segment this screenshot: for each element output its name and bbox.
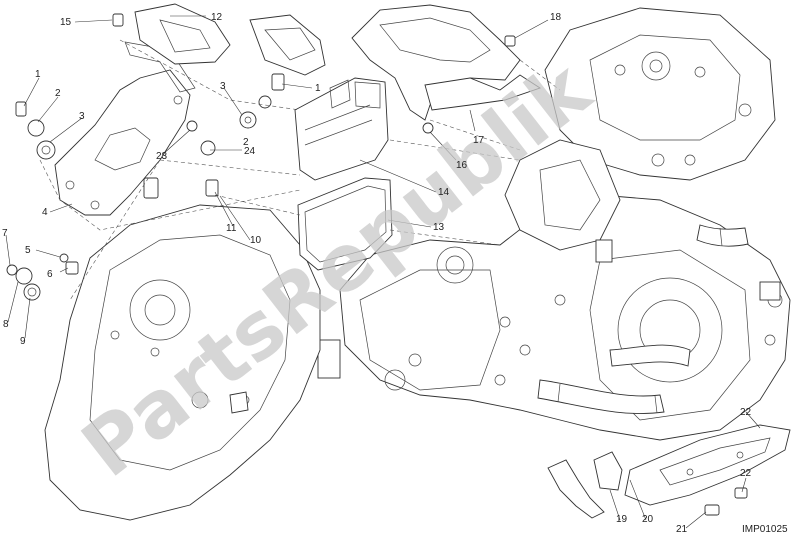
callout-22a: 22 [740, 407, 752, 418]
callout-12: 12 [211, 12, 223, 23]
callout-17: 17 [473, 135, 485, 146]
callout-22b: 22 [740, 468, 752, 479]
callout-15: 15 [60, 17, 72, 28]
ecu-holder [297, 177, 393, 271]
callout-1b: 1 [315, 83, 321, 94]
callout-5: 5 [25, 245, 31, 256]
callout-9: 9 [20, 336, 26, 347]
belt-cover [44, 204, 321, 521]
callout-1a: 1 [35, 69, 41, 80]
callout-23: 23 [156, 151, 168, 162]
callout-6: 6 [47, 269, 53, 280]
small-fasteners [6, 13, 516, 301]
callout-labels: 1 1 2 2 3 3 4 5 6 7 8 9 10 11 12 13 14 1… [2, 12, 752, 535]
callout-4: 4 [42, 207, 48, 218]
callout-11: 11 [226, 223, 237, 234]
callout-2a: 2 [55, 88, 61, 99]
callout-18: 18 [550, 12, 562, 23]
callout-19: 19 [616, 514, 628, 525]
assembly-lines [39, 39, 561, 301]
callout-21: 21 [676, 524, 688, 535]
sensor-and-clips [547, 451, 748, 519]
callout-16: 16 [456, 160, 468, 171]
callout-2b: 2 [243, 137, 249, 148]
engine-assembly [317, 7, 791, 441]
leader-lines [5, 15, 761, 529]
callout-24: 24 [244, 146, 256, 157]
left-bracket [54, 41, 196, 216]
lower-bracket-plate [624, 424, 791, 506]
top-cover-bracket [351, 4, 542, 121]
callout-10: 10 [250, 235, 262, 246]
callout-13: 13 [433, 222, 445, 233]
ecu-unit [294, 77, 389, 181]
callout-3b: 3 [220, 81, 226, 92]
callout-20: 20 [642, 514, 654, 525]
diagram-code: IMP01025 [742, 524, 788, 535]
callout-7: 7 [2, 228, 8, 239]
callout-3a: 3 [79, 111, 85, 122]
callout-8: 8 [3, 319, 9, 330]
callout-14: 14 [438, 187, 450, 198]
relay-block [134, 3, 326, 76]
